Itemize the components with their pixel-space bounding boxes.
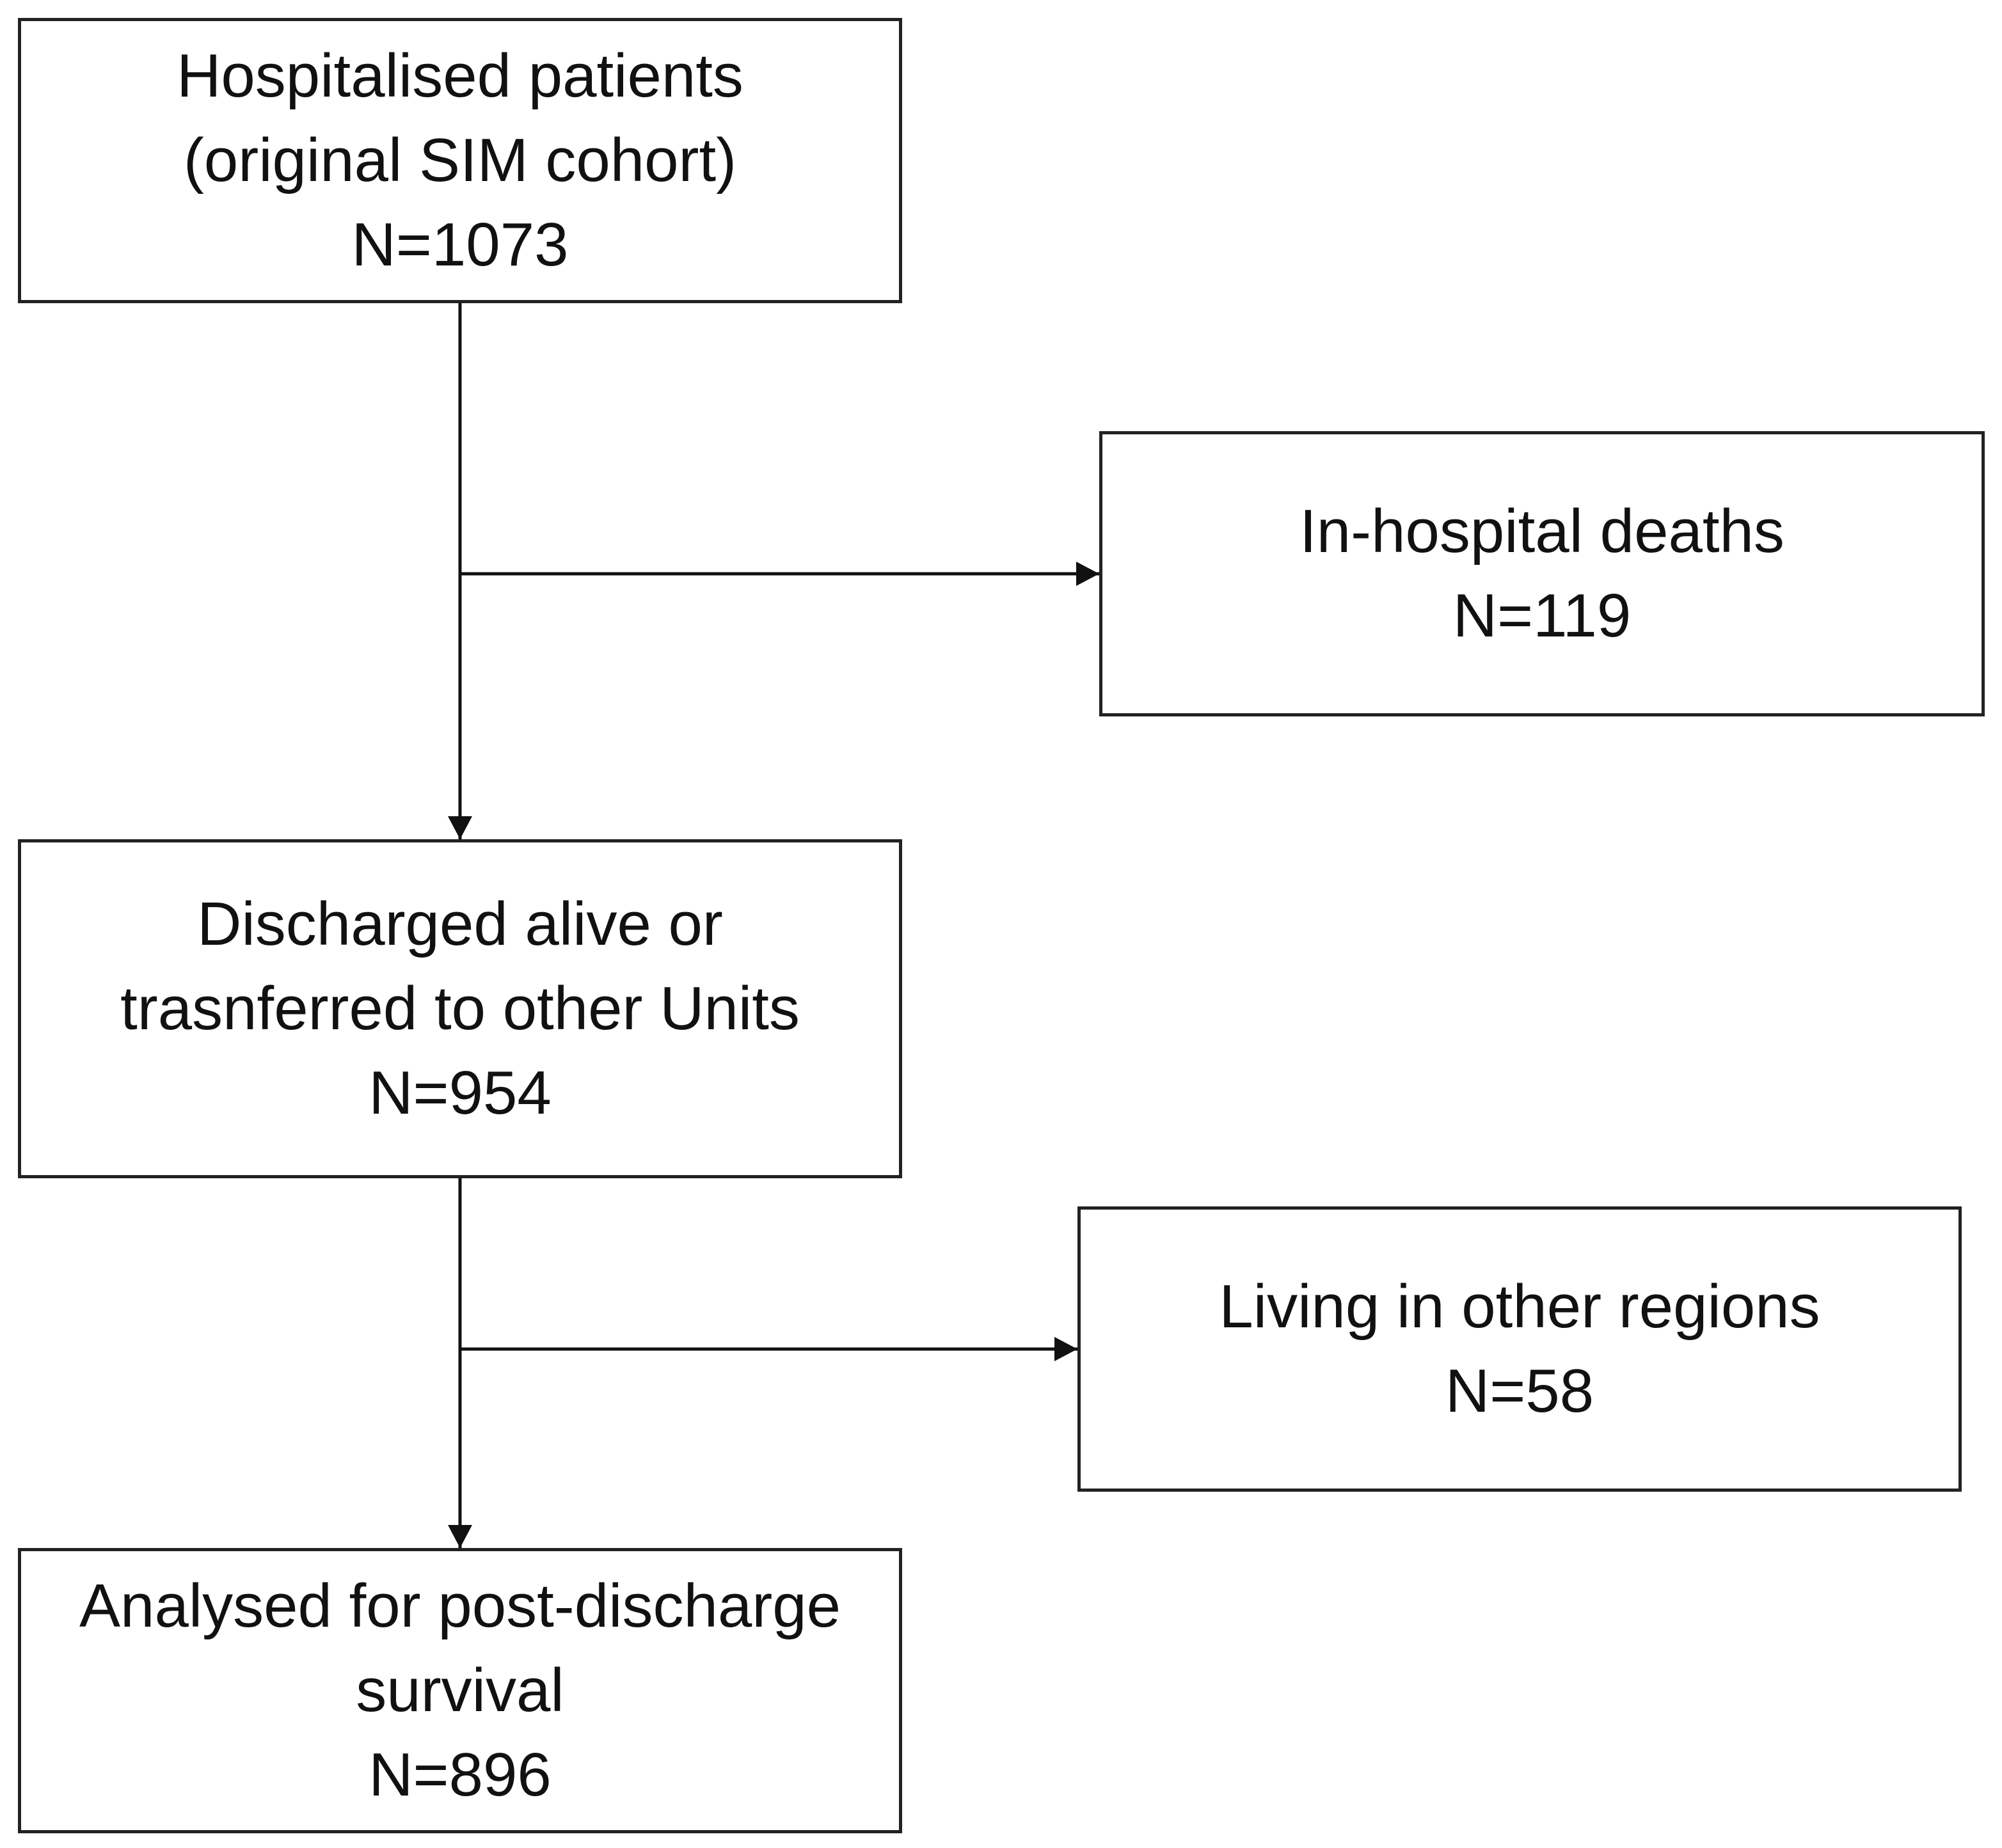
arrowhead-regions: [1054, 1337, 1077, 1361]
arrowhead-deaths: [1076, 562, 1099, 586]
hospitalised-count: N=1073: [351, 210, 569, 279]
analysed-count: N=896: [369, 1741, 552, 1809]
in-hospital-deaths-box: In-hospital deaths N=119: [1099, 431, 1985, 716]
deaths-count: N=119: [1452, 581, 1632, 650]
discharged-line1: Discharged alive or: [197, 890, 723, 958]
hospitalised-line1: Hospitalised patients: [177, 42, 743, 110]
arrowhead-analysed: [448, 1525, 472, 1548]
regions-line1: Living in other regions: [1219, 1272, 1820, 1341]
analysed-line2: survival: [356, 1656, 564, 1725]
hospitalised-patients-box: Hospitalised patients (original SIM coho…: [18, 18, 902, 303]
analysed-box: Analysed for post-discharge survival N=8…: [18, 1548, 902, 1833]
analysed-line1: Analysed for post-discharge: [79, 1572, 841, 1640]
discharged-count: N=954: [369, 1059, 552, 1127]
arrowhead-discharged: [448, 816, 472, 839]
other-regions-box: Living in other regions N=58: [1077, 1206, 1962, 1492]
regions-count: N=58: [1445, 1357, 1594, 1425]
discharged-line2: trasnferred to other Units: [120, 974, 800, 1043]
discharged-box: Discharged alive or trasnferred to other…: [18, 839, 902, 1178]
hospitalised-line2: (original SIM cohort): [183, 126, 737, 194]
deaths-line1: In-hospital deaths: [1299, 497, 1784, 565]
